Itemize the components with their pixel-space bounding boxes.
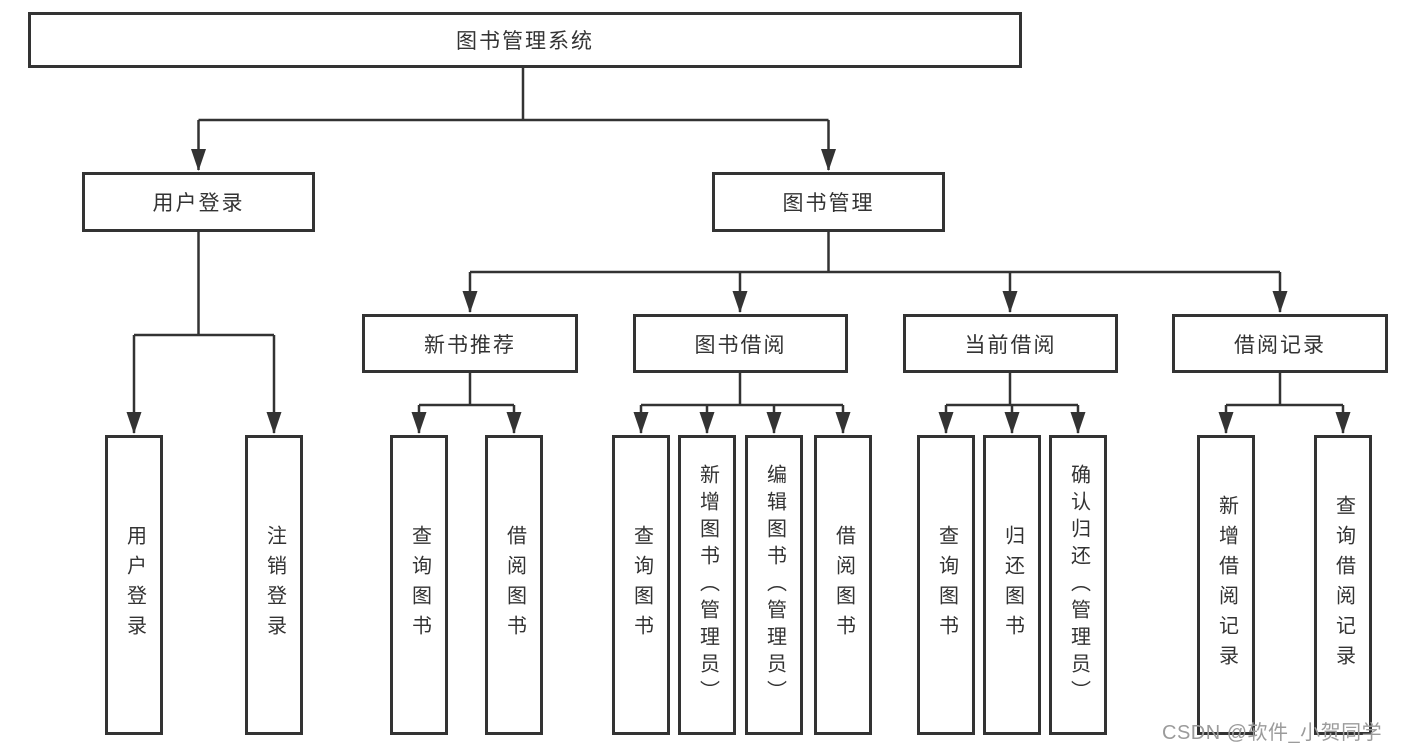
leaf-newbook-query-books: 查询图书 <box>390 435 448 735</box>
node-label: 新增借阅记录 <box>1215 495 1238 675</box>
node-label: 用户登录 <box>152 192 245 215</box>
leaf-user-login: 用户登录 <box>105 435 163 735</box>
node-current-borrowing: 当前借阅 <box>903 314 1118 373</box>
leaf-current-return-books: 归还图书 <box>983 435 1041 735</box>
node-label: 新书推荐 <box>424 333 516 357</box>
node-user-login: 用户登录 <box>82 172 315 232</box>
watermark: CSDN @软件_小贺同学 <box>1162 722 1383 744</box>
node-label: 图书管理系统 <box>456 30 594 53</box>
node-label: 注销登录 <box>263 525 286 645</box>
node-book-borrowing: 图书借阅 <box>633 314 848 373</box>
leaf-records-add-record: 新增借阅记录 <box>1197 435 1255 735</box>
leaf-records-query-record: 查询借阅记录 <box>1314 435 1372 735</box>
node-library-management-system: 图书管理系统 <box>28 12 1022 68</box>
leaf-borrow-edit-books-admin: 编辑图书（管理员） <box>745 435 803 735</box>
leaf-borrow-borrow-books: 借阅图书 <box>814 435 872 735</box>
node-label: 用户登录 <box>123 525 146 645</box>
node-label: 当前借阅 <box>964 333 1057 357</box>
node-label: 借阅记录 <box>1234 333 1326 357</box>
node-label: 编辑图书（管理员） <box>763 463 786 707</box>
node-label: 查询图书 <box>630 525 653 645</box>
node-label: 归还图书 <box>1001 525 1024 645</box>
node-label: 查询借阅记录 <box>1332 495 1355 675</box>
node-label: 新增图书（管理员） <box>696 463 719 707</box>
node-label: 图书借阅 <box>694 333 787 357</box>
leaf-current-query-books: 查询图书 <box>917 435 975 735</box>
node-label: 借阅图书 <box>503 525 526 645</box>
node-book-management: 图书管理 <box>712 172 945 232</box>
leaf-borrow-query-books: 查询图书 <box>612 435 670 735</box>
leaf-newbook-borrow-books: 借阅图书 <box>485 435 543 735</box>
node-label: 借阅图书 <box>832 525 855 645</box>
node-label: 查询图书 <box>408 525 431 645</box>
node-label: 查询图书 <box>935 525 958 645</box>
node-label: 图书管理 <box>782 192 875 215</box>
leaf-current-confirm-return-admin: 确认归还（管理员） <box>1049 435 1107 735</box>
node-new-book-recommendation: 新书推荐 <box>362 314 578 373</box>
node-borrowing-records: 借阅记录 <box>1172 314 1388 373</box>
leaf-logout: 注销登录 <box>245 435 303 735</box>
node-label: 确认归还（管理员） <box>1067 463 1090 707</box>
leaf-borrow-add-books-admin: 新增图书（管理员） <box>678 435 736 735</box>
